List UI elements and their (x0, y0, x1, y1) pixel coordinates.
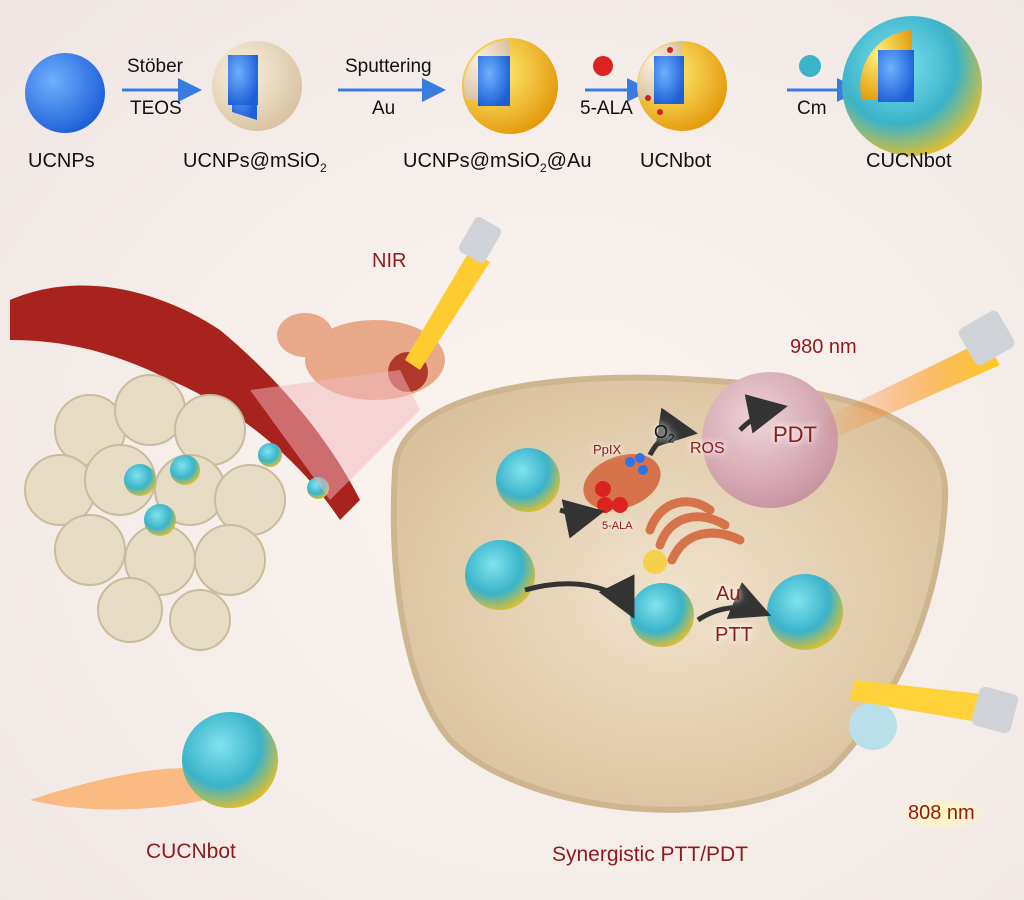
label-808nm: 808 nm (898, 798, 985, 829)
cucnbot-bottom (182, 712, 278, 808)
nanobots-in-tumor (124, 443, 329, 536)
label-sub: 2 (319, 161, 327, 175)
reagent-teos: TEOS (130, 98, 182, 119)
golgi-apparatus (645, 497, 745, 565)
reagent-au: Au (372, 98, 396, 119)
label-sub: 2 (668, 431, 675, 446)
label-980nm: 980 nm (790, 336, 857, 358)
zoom-callout (250, 370, 420, 500)
nir-laser-head (458, 217, 502, 263)
label-text: UCNPs@mSiO (183, 150, 320, 172)
label-ucnps-msio2: UCNPs@mSiO2 (183, 150, 327, 175)
process-arrows (524, 394, 788, 623)
label-suffix: @Au (546, 150, 592, 172)
reagent-5-ala: 5-ALA (580, 98, 633, 119)
label-5-ala-cell: 5-ALA (602, 520, 633, 532)
lipid-droplet (643, 550, 667, 574)
ucnbot-sphere (637, 41, 727, 131)
ucnp-sphere (25, 53, 105, 133)
nir-beam (405, 250, 490, 370)
caption-synergistic: Synergistic PTT/PDT (552, 843, 749, 866)
label-text: O (654, 422, 669, 442)
ala-molecule (593, 56, 613, 76)
label-ucnps: UCNPs (28, 150, 95, 172)
label-ptt: PTT (715, 624, 753, 646)
reagent-stober: Stöber (127, 56, 183, 77)
caption-cucnbot: CUCNbot (146, 840, 236, 863)
label-sub: 2 (539, 161, 547, 175)
label-text: UCNPs@mSiO (403, 150, 540, 172)
reagent-cm: Cm (797, 98, 827, 119)
beam-808 (850, 680, 995, 725)
cell-membrane-vesicle (799, 55, 821, 77)
laser-head-980 (958, 310, 1015, 366)
label-ucnbot: UCNbot (640, 150, 712, 172)
label-ros: ROS (690, 440, 725, 457)
nucleus (702, 372, 838, 508)
nanobots-in-cell (465, 448, 897, 750)
nanobot-trail (30, 768, 205, 810)
blood-vessel (10, 285, 360, 520)
tumor-cluster (24, 374, 286, 651)
label-o2: O2 (654, 422, 675, 446)
label-pdt: PDT (773, 422, 817, 447)
ucnp-msio2-au-sphere (462, 38, 558, 134)
label-ppix: PpIX (593, 442, 622, 457)
label-ucnps-msio2-au: UCNPs@mSiO2@Au (403, 150, 591, 175)
ucnp-msio2-sphere (212, 41, 302, 131)
label-cucnbot: CUCNbot (866, 150, 952, 172)
reagent-sputtering: Sputtering (345, 56, 432, 77)
label-nir: NIR (372, 250, 407, 272)
beam-980 (820, 340, 1000, 440)
label-au-cell: Au (716, 583, 741, 605)
cucnbot-sphere (842, 16, 982, 156)
laser-head-808 (971, 686, 1019, 734)
